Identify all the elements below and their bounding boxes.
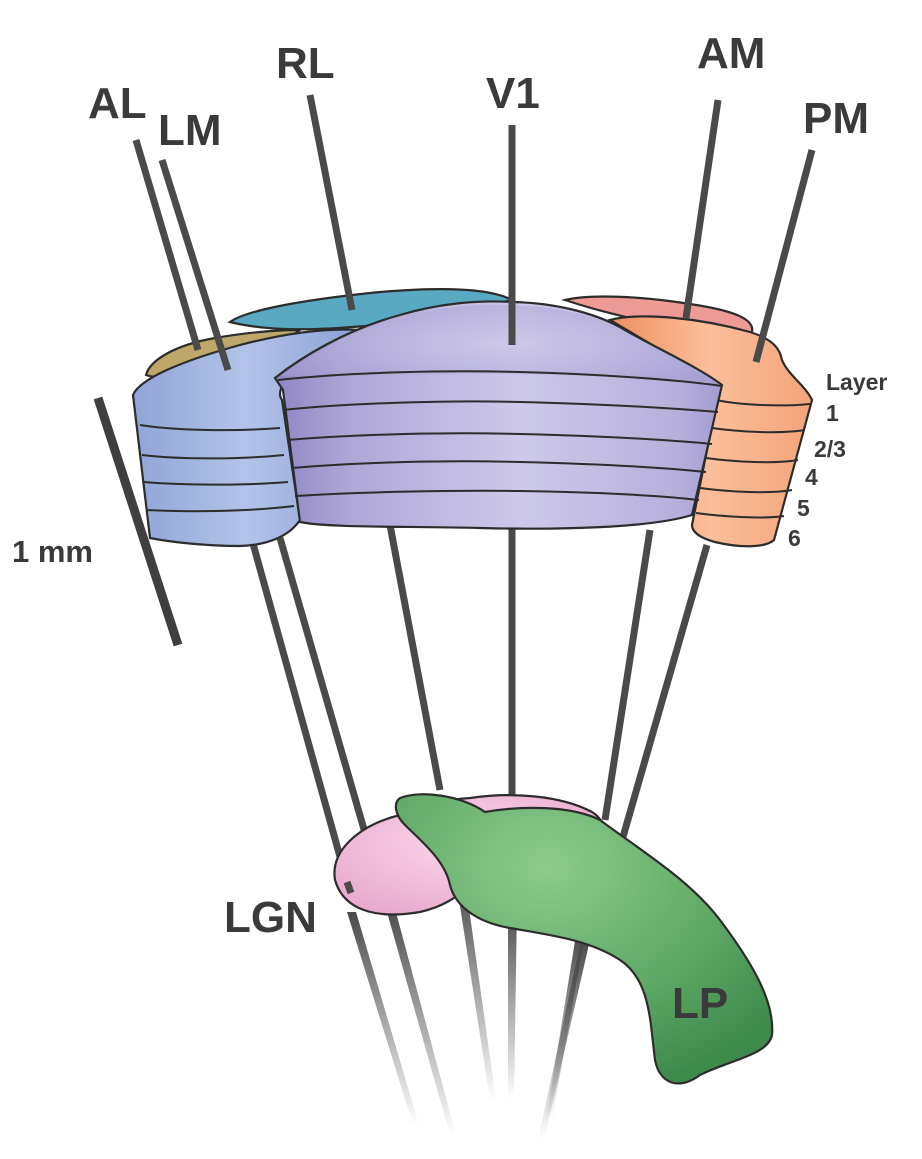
probe-tail bbox=[508, 905, 517, 1100]
probe-tail bbox=[456, 880, 496, 1100]
probe-tails bbox=[347, 880, 590, 1140]
probe-tail bbox=[538, 940, 590, 1140]
lm-probe-upper bbox=[158, 158, 232, 372]
lgn-label: LGN bbox=[224, 893, 317, 942]
lp-label: LP bbox=[672, 979, 728, 1028]
layer-23-label: 2/3 bbox=[814, 436, 846, 462]
lm-layer-line bbox=[145, 505, 295, 513]
v1-layer-line bbox=[294, 489, 700, 501]
v1-layer-line bbox=[277, 370, 723, 387]
al-probe-lower bbox=[248, 539, 351, 883]
pm-layer-line bbox=[715, 399, 811, 407]
rl-probe-upper bbox=[306, 94, 356, 311]
layer-6-label: 6 bbox=[788, 525, 801, 551]
lp-region bbox=[394, 793, 774, 1085]
lm-label: LM bbox=[158, 106, 222, 155]
probe-tips-thalamus bbox=[343, 880, 355, 895]
scale-bar-label: 1 mm bbox=[12, 534, 93, 569]
pm-layer-line bbox=[705, 457, 799, 464]
pm-layer-line bbox=[699, 487, 793, 494]
lp-shape bbox=[394, 793, 774, 1085]
scale-bar: 1 mm bbox=[12, 396, 183, 647]
v1-label: V1 bbox=[486, 69, 540, 118]
rl-label: RL bbox=[276, 39, 335, 88]
lm-layer-line bbox=[141, 454, 285, 460]
layer-5-label: 5 bbox=[797, 495, 810, 521]
pm-layer-line bbox=[695, 512, 785, 519]
lm-probe-lower bbox=[276, 537, 382, 879]
v1-region bbox=[273, 300, 724, 530]
layer-4-label: 4 bbox=[805, 464, 818, 490]
v1-top-surface bbox=[280, 304, 715, 383]
probe-tip bbox=[343, 880, 355, 895]
al-label: AL bbox=[88, 79, 147, 128]
probe-shafts-upper bbox=[132, 94, 816, 372]
layer-title: Layer bbox=[826, 369, 887, 395]
layer-1-label: 1 bbox=[826, 400, 839, 426]
am-probe-lower bbox=[601, 529, 654, 821]
lm-layer-line bbox=[143, 481, 289, 486]
area-labels: AL LM RL V1 AM PM LGN LP bbox=[88, 29, 869, 1028]
pm-probe-upper bbox=[752, 149, 816, 363]
v1-layer-line bbox=[286, 432, 713, 445]
probe-tail bbox=[385, 905, 456, 1135]
am-label: AM bbox=[697, 29, 765, 78]
al-probe-upper bbox=[132, 139, 202, 351]
probe-shafts-lower bbox=[248, 524, 711, 883]
layer-labels: Layer 1 2/3 4 5 6 bbox=[788, 369, 887, 551]
v1-layer-line bbox=[282, 400, 719, 413]
am-probe-upper bbox=[682, 99, 722, 319]
lm-layer-line bbox=[139, 424, 281, 432]
v1-layer-line bbox=[290, 460, 707, 473]
rl-probe-lower bbox=[386, 524, 444, 791]
probe-tail bbox=[347, 912, 419, 1125]
pm-label: PM bbox=[803, 94, 869, 143]
pm-probe-lower bbox=[606, 544, 711, 883]
scale-bar-line bbox=[93, 396, 183, 647]
pm-layer-line bbox=[711, 427, 806, 434]
